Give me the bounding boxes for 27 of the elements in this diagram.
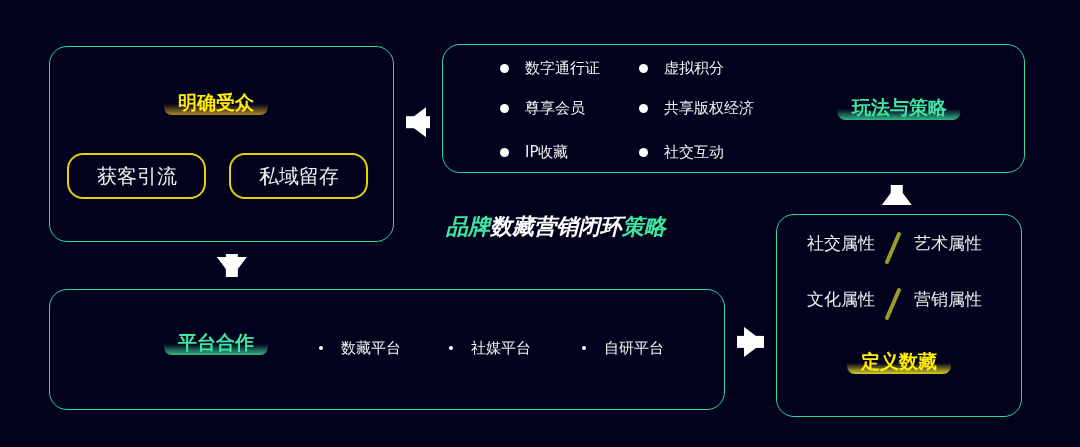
block-arrow (881, 185, 912, 205)
rounded-box: 获客引流 (67, 153, 206, 199)
list-item: 营销属性 (914, 289, 982, 309)
list-item: 虚拟积分 (664, 58, 724, 78)
list-item: IP收藏 (525, 142, 569, 162)
panel (49, 46, 394, 242)
title: 品牌数藏营销闭环策略 (446, 213, 666, 241)
heading: 平台合作 (164, 329, 268, 355)
block-arrow (406, 107, 430, 138)
list-item: 数藏平台 (341, 338, 401, 358)
list-item: 共享版权经济 (664, 98, 754, 118)
list-item: 自研平台 (604, 338, 664, 358)
panel (776, 214, 1022, 417)
heading: 定义数藏 (847, 348, 951, 374)
rounded-box: 私域留存 (229, 153, 368, 199)
list-item: 社交属性 (807, 233, 875, 253)
list-item: 社交互动 (664, 142, 724, 162)
panel (49, 289, 725, 410)
list-item: 社媒平台 (471, 338, 531, 358)
list-item: 文化属性 (807, 289, 875, 309)
panel (442, 44, 1025, 173)
list-item: 数字通行证 (525, 58, 600, 78)
list-item: 尊享会员 (525, 98, 585, 118)
block-arrow (216, 254, 247, 277)
heading: 明确受众 (164, 89, 268, 115)
list-item: 艺术属性 (914, 233, 982, 253)
block-arrow (737, 326, 764, 357)
